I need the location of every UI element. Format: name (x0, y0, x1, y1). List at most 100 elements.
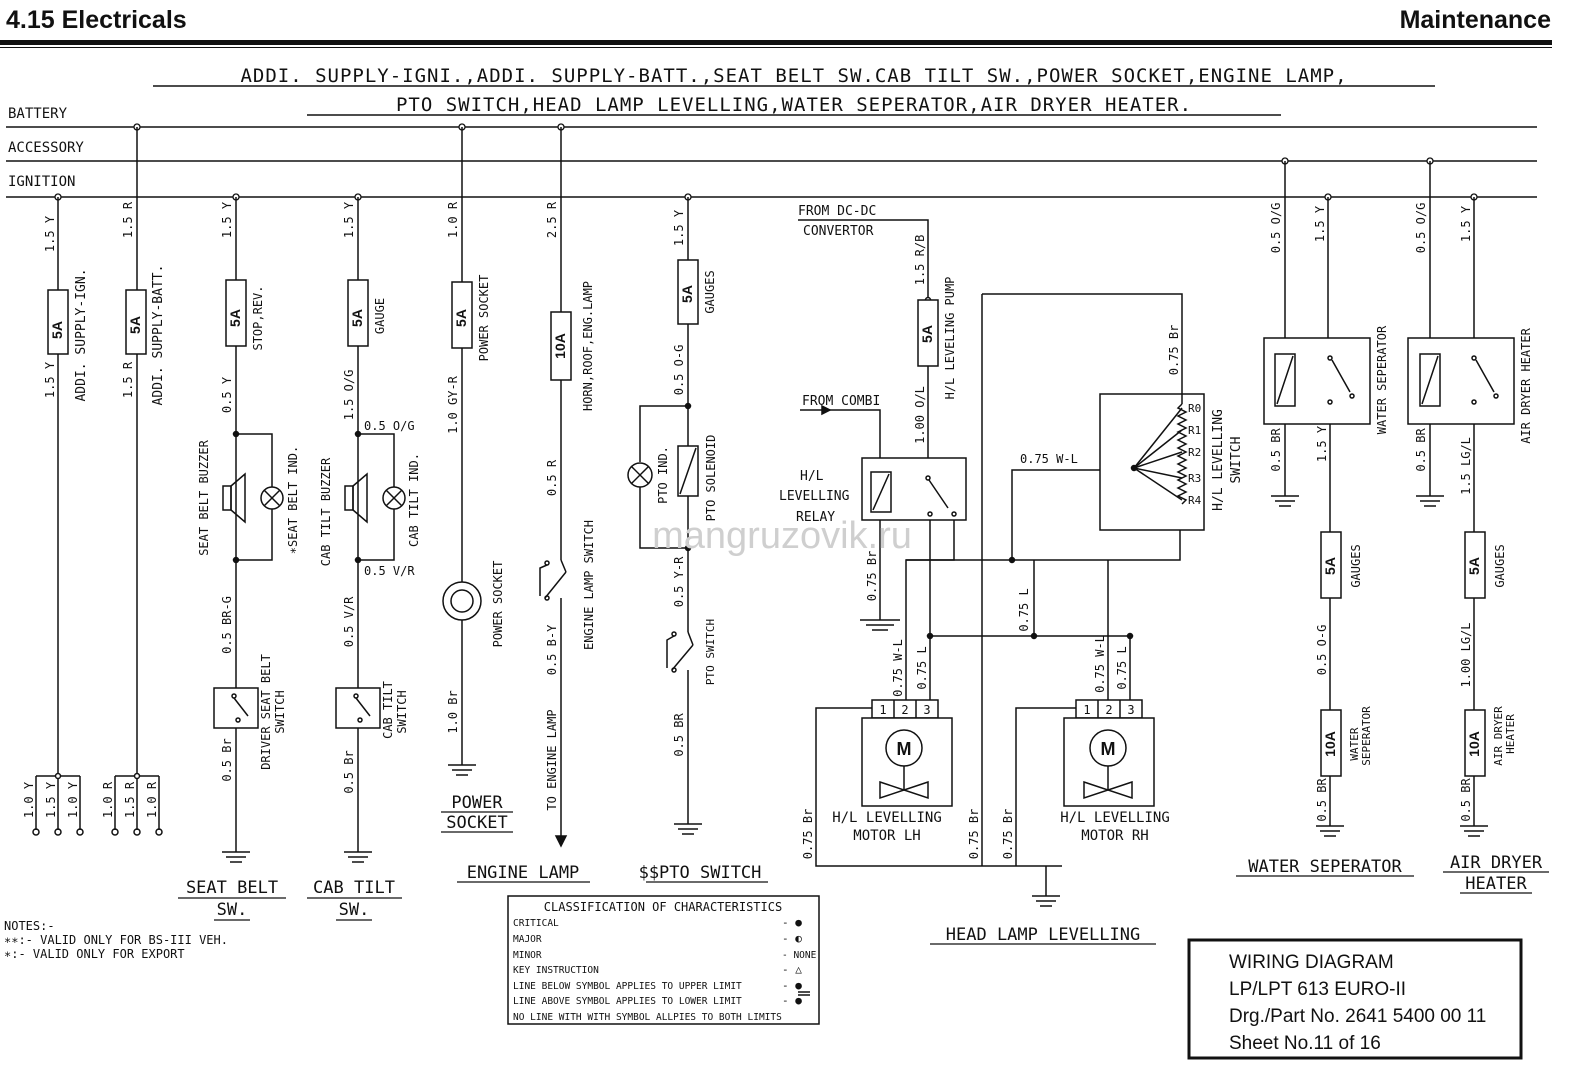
svg-text:5A: 5A (679, 285, 695, 303)
svg-text:1.0 R: 1.0 R (446, 201, 460, 238)
section-captions: SEAT BELT SW. CAB TILT SW. POWER SOCKET … (186, 793, 1543, 945)
page-header: 4.15 Electricals Maintenance (0, 0, 1569, 52)
svg-text:0.5 V/R: 0.5 V/R (342, 596, 356, 647)
svg-text:MOTOR RH: MOTOR RH (1081, 828, 1148, 844)
cab-tilt-circuit: 1.5 Y 5A GAUGE 1.5 O/G 0.5 O/G 0.5 V/R C… (319, 197, 421, 863)
svg-text:0.5 Y-R: 0.5 Y-R (672, 556, 686, 607)
svg-text:1.5 Y: 1.5 Y (43, 361, 57, 398)
svg-text:0.75 L: 0.75 L (1115, 646, 1129, 689)
svg-text:1.5 LG/L: 1.5 LG/L (1459, 437, 1473, 495)
svg-text:FROM COMBI: FROM COMBI (802, 394, 880, 409)
svg-text:SOCKET: SOCKET (446, 813, 507, 833)
svg-text:1.0 GY-R: 1.0 GY-R (446, 375, 460, 434)
svg-text:Sheet No.11 of 16: Sheet No.11 of 16 (1229, 1033, 1381, 1054)
svg-text:R0: R0 (1188, 402, 1201, 415)
svg-text:- △: - △ (782, 963, 802, 976)
svg-text:SEPERATOR: SEPERATOR (1360, 706, 1373, 766)
rail-accessory-label: ACCESSORY (8, 140, 84, 156)
svg-text:0.5 B-Y: 0.5 B-Y (545, 624, 559, 675)
svg-text:NO LINE WITH WITH SYMBOL ALLPI: NO LINE WITH WITH SYMBOL ALLPIES TO BOTH… (513, 1012, 782, 1023)
svg-text:LINE ABOVE SYMBOL APPLIES TO L: LINE ABOVE SYMBOL APPLIES TO LOWER LIMIT (513, 996, 742, 1007)
svg-text:5A: 5A (49, 321, 65, 339)
svg-text:5A: 5A (349, 309, 365, 327)
svg-text:WIRING DIAGRAM: WIRING DIAGRAM (1229, 952, 1394, 973)
svg-text:CONVERTOR: CONVERTOR (803, 224, 874, 239)
header-rule-thin (0, 47, 1552, 48)
svg-text:0.5 BR: 0.5 BR (1269, 428, 1283, 472)
svg-text:HEATER: HEATER (1465, 874, 1527, 894)
svg-text:1.0 R: 1.0 R (145, 781, 159, 818)
svg-text:R2: R2 (1188, 446, 1201, 459)
svg-text:LEVELLING: LEVELLING (779, 489, 850, 504)
svg-text:5A: 5A (1466, 557, 1482, 575)
svg-text:MAJOR: MAJOR (513, 934, 542, 945)
svg-text:ENGINE LAMP: ENGINE LAMP (467, 863, 580, 883)
svg-text:TO ENGINE LAMP: TO ENGINE LAMP (545, 709, 559, 810)
svg-text:M: M (1101, 739, 1116, 759)
svg-text:RELAY: RELAY (796, 510, 835, 525)
rail-ignition-label: IGNITION (8, 174, 75, 190)
svg-text:0.5 R: 0.5 R (545, 459, 559, 496)
svg-text:HEATER: HEATER (1504, 714, 1517, 754)
power-socket-circuit: 1.0 R 5A POWER SOCKET 1.0 GY-R POWER SOC… (442, 127, 505, 776)
svg-text:ADDI. SUPPLY-BATT.: ADDI. SUPPLY-BATT. (151, 265, 166, 406)
addi-supply-ign-circuit: 1.5 Y 5A ADDI. SUPPLY-IGN. 1.5 Y 1.0 Y 1… (22, 197, 89, 836)
svg-text:1.5 Y: 1.5 Y (44, 781, 58, 818)
svg-text:2: 2 (1105, 703, 1112, 717)
svg-text:0.5 BR: 0.5 BR (1414, 428, 1428, 472)
svg-text:1.0 Y: 1.0 Y (22, 781, 36, 818)
svg-text:0.5 V/R: 0.5 V/R (364, 564, 415, 578)
svg-text:0.5 BR-G: 0.5 BR-G (220, 596, 234, 654)
svg-text:CAB TILT IND.: CAB TILT IND. (407, 453, 421, 547)
svg-text:R1: R1 (1188, 424, 1201, 437)
svg-text:M: M (897, 739, 912, 759)
svg-text:Drg./Part No. 2641 5400 00 11: Drg./Part No. 2641 5400 00 11 (1229, 1006, 1486, 1027)
diagram-title-line1: ADDI. SUPPLY-IGNI.,ADDI. SUPPLY-BATT.,SE… (240, 65, 1347, 87)
svg-text:- ●: - ● (782, 916, 802, 929)
svg-text:1.5 Y: 1.5 Y (220, 201, 234, 238)
svg-text:HORN,ROOF,ENG.LAMP: HORN,ROOF,ENG.LAMP (581, 281, 595, 411)
notes: NOTES:- ∗∗:- VALID ONLY FOR BS-III VEH. … (4, 919, 228, 961)
svg-text:1.5 Y: 1.5 Y (43, 215, 57, 252)
svg-text:KEY INSTRUCTION: KEY INSTRUCTION (513, 965, 599, 976)
svg-text:0.75 L: 0.75 L (1017, 588, 1031, 631)
svg-text:∗:- VALID ONLY FOR EXPORT: ∗:- VALID ONLY FOR EXPORT (4, 947, 185, 961)
svg-text:5A: 5A (227, 309, 243, 327)
svg-text:0.75 Br: 0.75 Br (801, 809, 815, 860)
svg-text:GAUGE: GAUGE (373, 298, 387, 334)
water-separator-circuit: 0.5 O/G 1.5 Y WATER SEPERATOR 0.5 BR 1.5… (1263, 161, 1389, 837)
svg-text:ENGINE LAMP SWITCH: ENGINE LAMP SWITCH (582, 520, 596, 650)
watermark: mangruzovik.ru (652, 515, 912, 557)
engine-lamp-circuit: 2.5 R 10A HORN,ROOF,ENG.LAMP 0.5 R ENGIN… (539, 127, 596, 848)
svg-text:1.5 R: 1.5 R (121, 201, 135, 238)
svg-text:1.0 Y: 1.0 Y (66, 781, 80, 818)
svg-text:WATER: WATER (1348, 727, 1361, 760)
svg-text:AIR DRYER: AIR DRYER (1450, 853, 1543, 873)
svg-text:3: 3 (1127, 703, 1134, 717)
svg-text:1.5 Y: 1.5 Y (342, 201, 356, 238)
svg-text:CAB TILT: CAB TILT (313, 878, 395, 898)
svg-text:0.75 Br: 0.75 Br (865, 551, 879, 602)
svg-text:- NONE: - NONE (782, 950, 817, 961)
svg-text:H/L LEVELLING: H/L LEVELLING (1060, 810, 1170, 826)
svg-text:SWITCH: SWITCH (273, 690, 287, 733)
svg-text:3: 3 (923, 703, 930, 717)
addi-supply-batt-circuit: 1.5 R 5A ADDI. SUPPLY-BATT. 1.5 R 1.0 R … (101, 127, 166, 836)
svg-text:0.5 Br: 0.5 Br (220, 738, 234, 781)
svg-text:LINE BELOW SYMBOL APPLIES TO U: LINE BELOW SYMBOL APPLIES TO UPPER LIMIT (513, 981, 742, 992)
svg-text:HEAD LAMP LEVELLING: HEAD LAMP LEVELLING (946, 925, 1140, 945)
svg-text:2: 2 (901, 703, 908, 717)
svg-text:0.5 BR: 0.5 BR (1315, 778, 1329, 822)
svg-text:MINOR: MINOR (513, 950, 542, 961)
svg-text:5A: 5A (127, 316, 143, 334)
svg-text:AIR DRYER: AIR DRYER (1492, 706, 1505, 766)
svg-text:MOTOR LH: MOTOR LH (853, 828, 920, 844)
svg-text:AIR DRYER HEATER: AIR DRYER HEATER (1519, 327, 1533, 443)
rail-battery-label: BATTERY (8, 106, 68, 122)
header-rule (0, 40, 1552, 45)
svg-text:10A: 10A (552, 333, 568, 359)
diagram-title-line2: PTO SWITCH,HEAD LAMP LEVELLING,WATER SEP… (396, 94, 1192, 116)
svg-text:2.5 R: 2.5 R (545, 201, 559, 238)
svg-text:NOTES:-: NOTES:- (4, 919, 55, 933)
